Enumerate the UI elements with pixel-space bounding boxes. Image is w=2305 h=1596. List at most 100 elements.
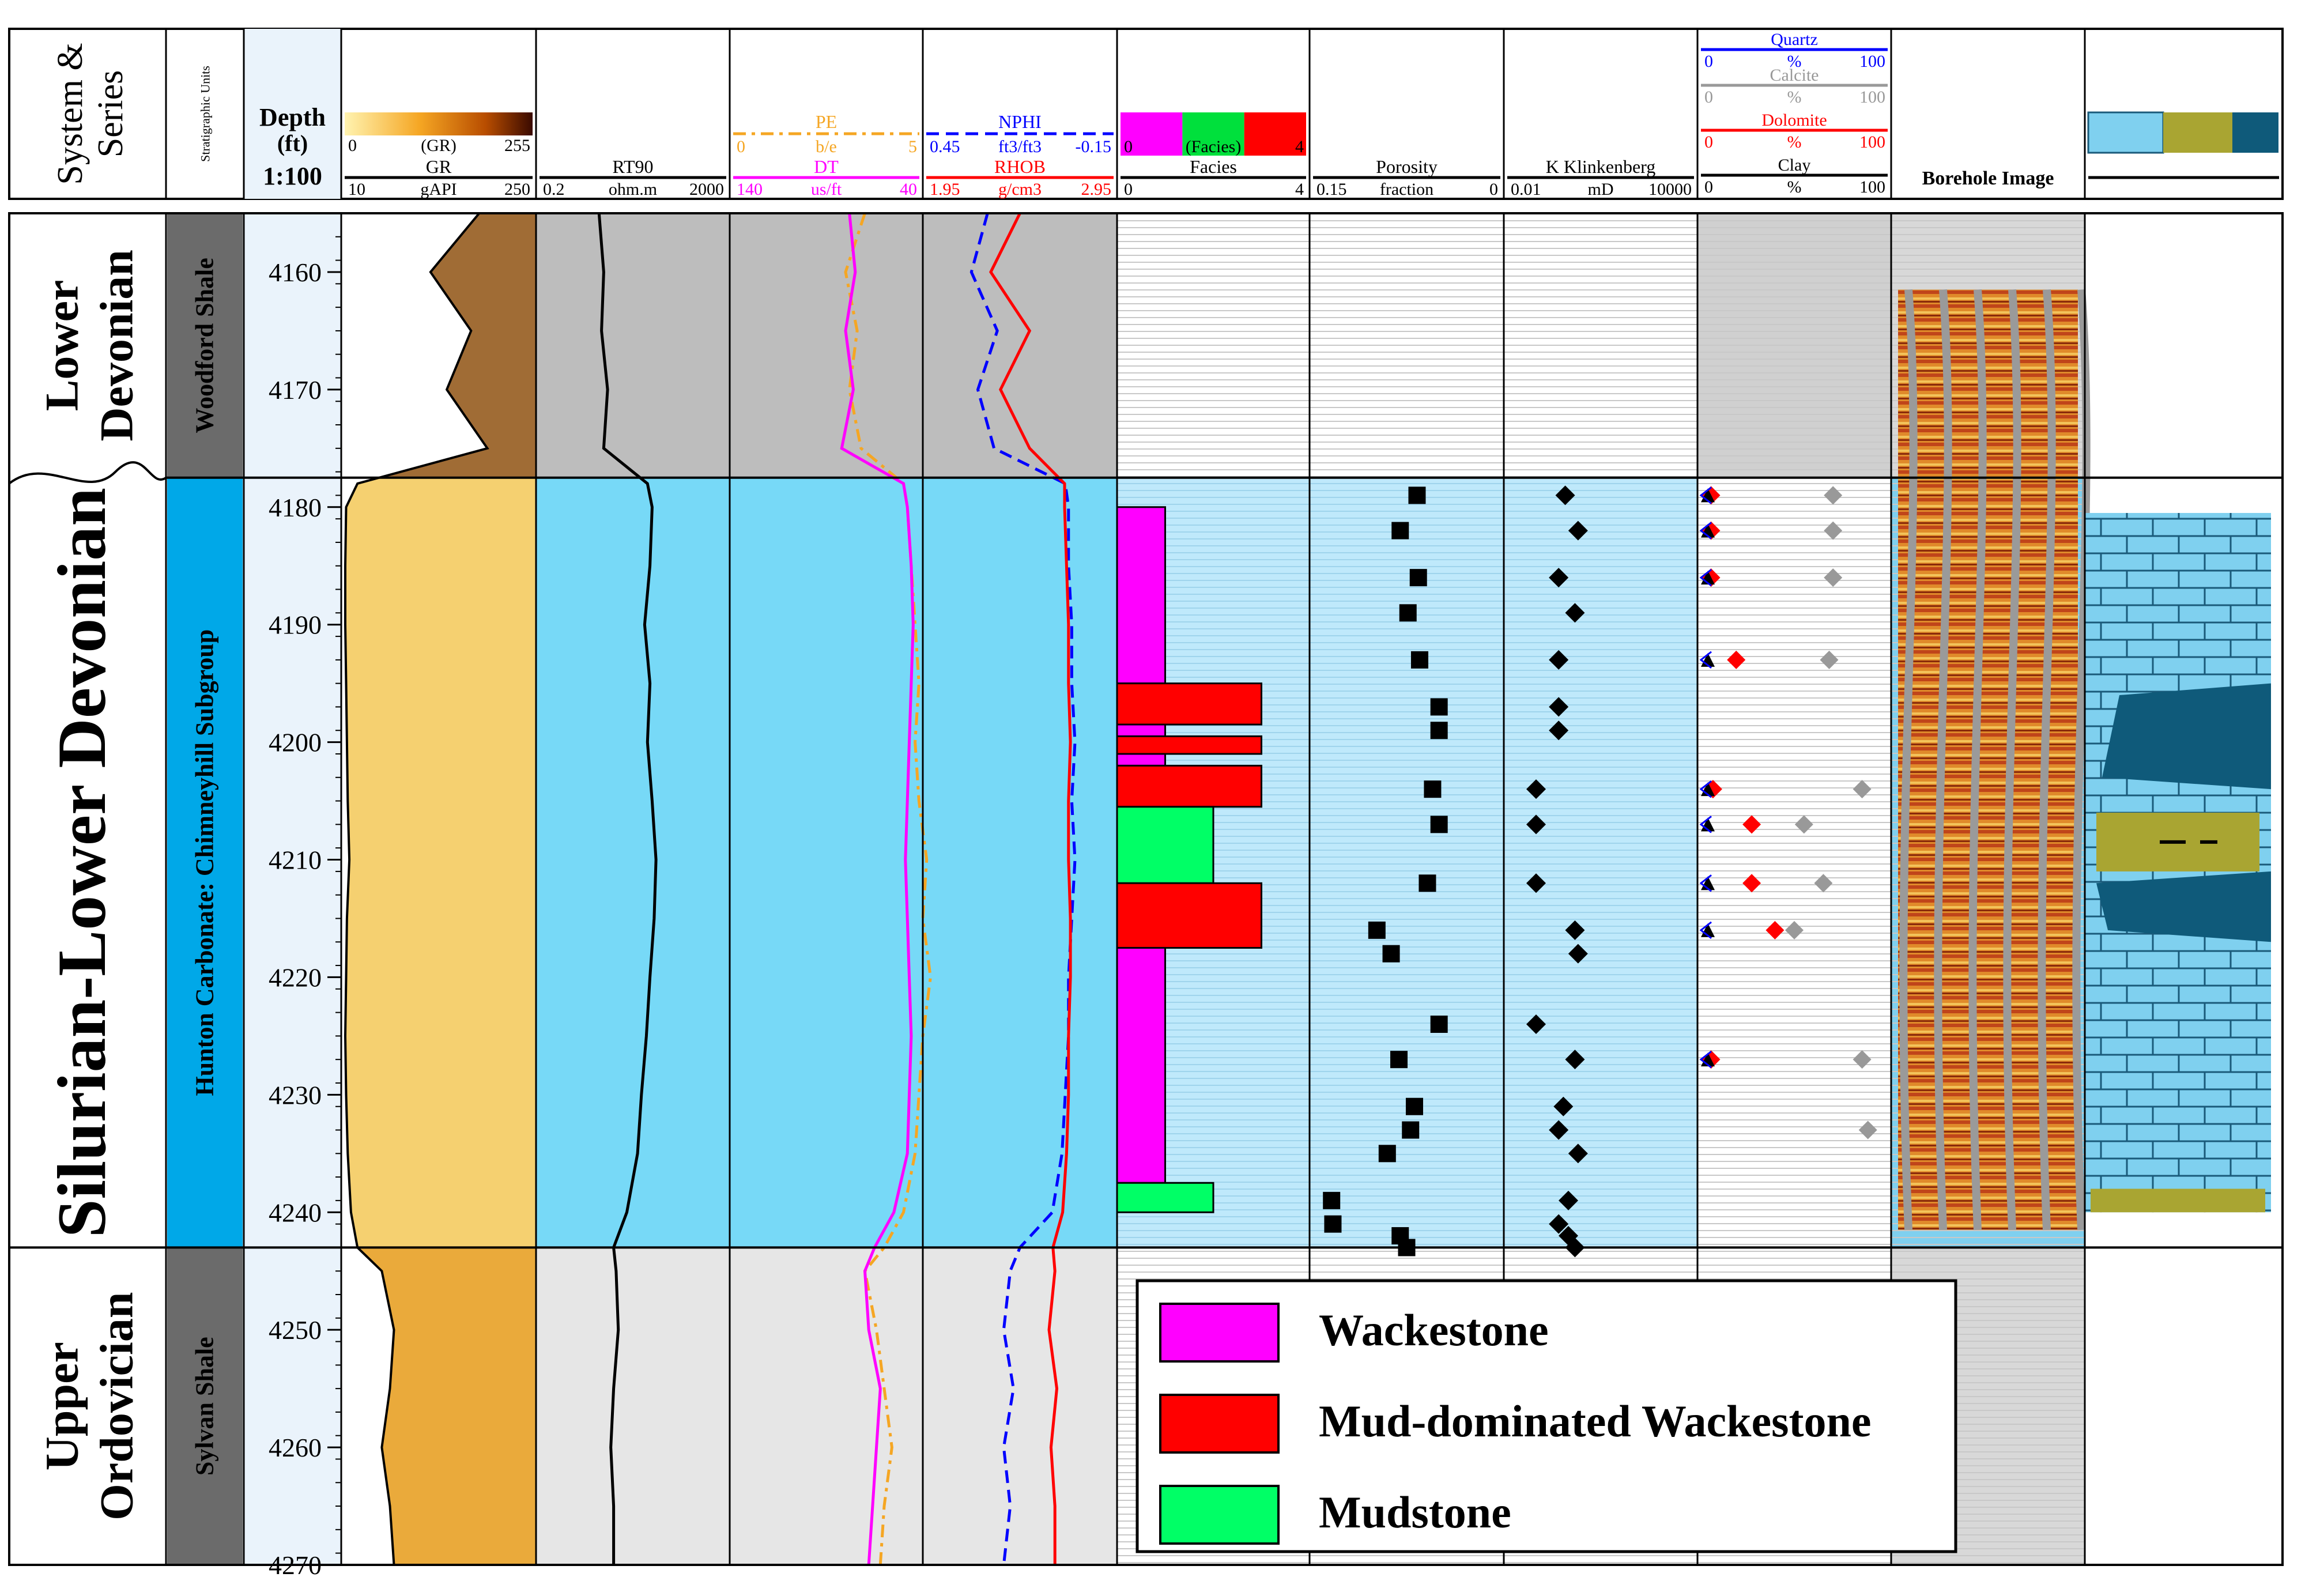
calcite-point <box>1814 874 1833 893</box>
system-series-header: Series <box>91 70 130 158</box>
porosity-scale-unit: fraction <box>1380 180 1433 199</box>
clay-scale-min: 0 <box>1704 178 1713 197</box>
image-track-grid <box>1697 477 1891 1248</box>
rhob-curve <box>989 212 1072 1565</box>
quartz-point <box>1699 1050 1712 1069</box>
depth-tick-label: 4230 <box>269 1080 322 1110</box>
facies-shade-scale <box>1244 112 1306 156</box>
perm-point <box>1549 650 1569 670</box>
rhob-name: RHOB <box>994 156 1046 177</box>
facies-bar <box>1116 735 1262 755</box>
nphi-curve <box>969 213 1077 1565</box>
quartz-name: Quartz <box>1771 30 1818 49</box>
quartz-point <box>1699 816 1712 833</box>
facies-shade-scale <box>1182 112 1244 156</box>
perm-point <box>1559 1190 1578 1210</box>
perm-point <box>1549 1214 1569 1234</box>
dolomite-scale-unit: % <box>1787 133 1802 152</box>
porosity-point <box>1410 651 1428 669</box>
system-series-label: Devonian <box>90 250 143 442</box>
porosity-point <box>1430 816 1448 833</box>
strat-unit-label: Woodford Shale <box>191 258 219 433</box>
lithology-shale <box>2091 1188 2265 1213</box>
quartz-scale-max: 100 <box>1859 52 1885 71</box>
porosity-point <box>1382 945 1400 963</box>
depth-tick-label: 4210 <box>269 846 322 875</box>
dt-name: DT <box>814 156 839 177</box>
porosity-point <box>1390 1051 1408 1069</box>
perm-point <box>1549 1120 1569 1140</box>
facies-bar <box>1116 682 1262 726</box>
gr-shade-unit: (GR) <box>421 136 457 155</box>
rt90-scale-unit: ohm.m <box>609 180 657 199</box>
legend-label: Mudstone <box>1319 1487 1511 1537</box>
quartz-point <box>1699 568 1712 587</box>
lithology-dolomite <box>2096 871 2271 942</box>
perm-point <box>1549 720 1569 741</box>
unconformity-line <box>8 461 167 485</box>
calcite-scale-unit: % <box>1787 88 1802 107</box>
rhob-scale-max: 2.95 <box>1081 180 1112 199</box>
quartz-point <box>1699 874 1712 892</box>
nphi-scale-unit: ft3/ft3 <box>998 137 1042 156</box>
perm-point <box>1526 1014 1546 1034</box>
gr-fill <box>345 213 536 1565</box>
facies-bar <box>1116 806 1214 884</box>
facies-shade-min: 0 <box>1124 137 1133 156</box>
calcite-point <box>1824 486 1843 505</box>
porosity-point <box>1430 722 1448 739</box>
porosity-point <box>1324 1215 1342 1233</box>
facies-bar <box>1116 723 1166 737</box>
dolomite-scale-min: 0 <box>1704 133 1713 152</box>
dolomite-scale-max: 100 <box>1859 133 1885 152</box>
depth-tick-label: 4260 <box>269 1433 322 1462</box>
perm-point <box>1549 568 1569 588</box>
system-series-header: System & <box>51 43 90 184</box>
facies-shade-scale <box>1121 112 1183 156</box>
image-track-grid <box>1697 213 1891 478</box>
depth-tick-label: 4220 <box>269 963 322 992</box>
borehole-image-stripe <box>1968 289 1987 1231</box>
perm-scale-max: 10000 <box>1648 180 1692 199</box>
facies-bar <box>1116 506 1166 685</box>
porosity-point <box>1405 1097 1423 1115</box>
pe-scale-max: 5 <box>908 137 917 156</box>
porosity-point <box>1391 522 1409 539</box>
calcite-point <box>1853 780 1872 799</box>
calcite-scale-max: 100 <box>1859 88 1885 107</box>
borehole-image-stripe <box>2072 289 2091 1231</box>
depth-track-bg <box>244 213 341 1565</box>
quartz-point <box>1699 921 1712 940</box>
strat-unit-label: Hunton Carbonate: Chimneyhill Subgroup <box>191 629 219 1096</box>
perm-point <box>1565 920 1585 940</box>
depth-tick-label: 4270 <box>269 1550 322 1580</box>
clay-name: Clay <box>1778 156 1811 175</box>
rt90-scale-max: 2000 <box>689 180 724 199</box>
calcite-point <box>1858 1120 1877 1140</box>
quartz-point <box>1699 486 1712 504</box>
system-series-label: Ordovician <box>90 1292 143 1520</box>
legend-swatch <box>1159 1394 1280 1454</box>
rt90-scale-min: 0.2 <box>543 180 565 199</box>
perm-point <box>1555 485 1575 505</box>
lithology-dolomite <box>2102 683 2271 790</box>
lith-swatch-limestone <box>2087 111 2164 154</box>
quartz-point <box>1699 780 1712 798</box>
strat-unit-label: Sylvan Shale <box>191 1337 219 1476</box>
strat-unit-box <box>167 1247 243 1565</box>
lith-swatch-dolomite <box>2232 112 2278 153</box>
perm-scale-unit: mD <box>1588 180 1614 199</box>
porosity-point <box>1368 921 1386 939</box>
gr-curve <box>344 212 489 1565</box>
perm-point <box>1553 1096 1574 1116</box>
gr-fill-left <box>341 213 488 1565</box>
facies-bar <box>1116 882 1262 949</box>
rt90-curve <box>597 213 658 1565</box>
perm-point <box>1549 697 1569 717</box>
depth-tick-label: 4190 <box>269 610 322 640</box>
strat-unit-box <box>167 477 243 1248</box>
gr-name: GR <box>426 156 452 177</box>
depth-tick-label: 4160 <box>269 258 322 287</box>
dolomite-name: Dolomite <box>1761 111 1827 130</box>
